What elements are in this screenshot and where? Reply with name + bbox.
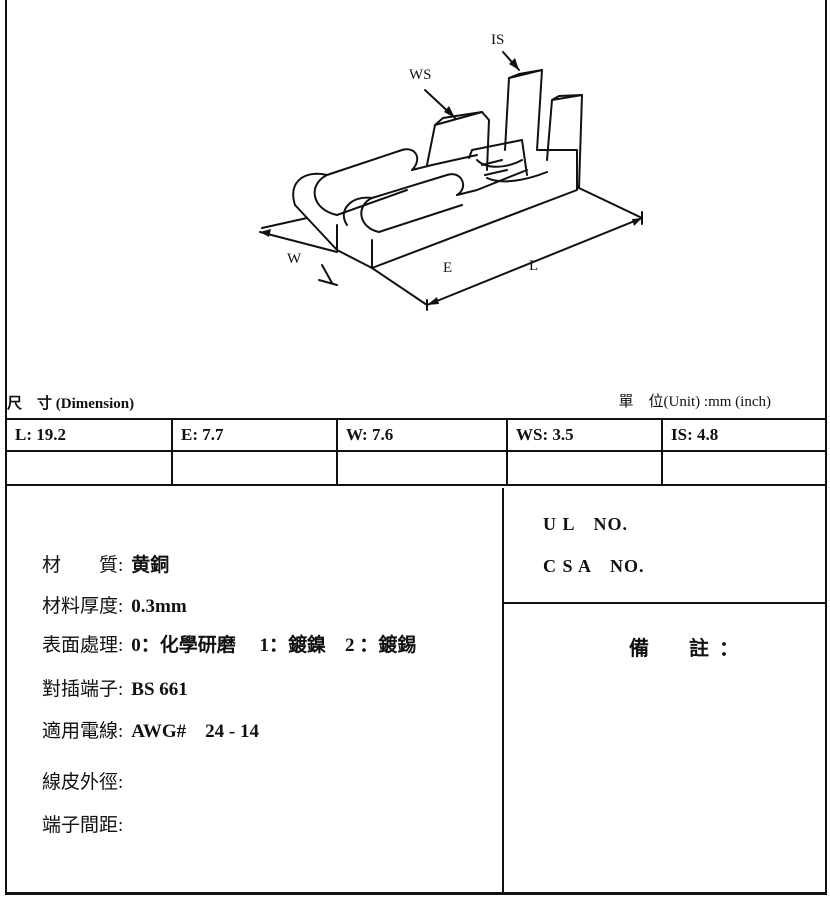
terminal-illustration: IS WS W E L [259, 32, 643, 311]
ul-number: U L NO. [543, 514, 629, 534]
spec-key: 線皮外徑: [42, 772, 124, 793]
dim-ws: WS: 3.5 [506, 418, 663, 452]
dimension-table: L: 19.2 E: 7.7 W: 7.6 WS: 3.5 IS: 4.8 [5, 418, 827, 486]
blank-cell [336, 450, 508, 486]
spec-value: 0：化學研磨 1：鍍鎳 2 ：鍍錫 [131, 635, 417, 656]
dimension-row: L: 19.2 E: 7.7 W: 7.6 WS: 3.5 IS: 4.8 [5, 418, 827, 452]
dimension-blank-row [5, 450, 827, 486]
label-is: IS [491, 32, 504, 48]
spec-sheet: IS WS W E L 尺 寸 (Dimension) 單 位(Unit) :m… [5, 0, 827, 895]
spec-thickness: 材料厚度: 0.3mm [42, 591, 187, 618]
dim-e: E: 7.7 [171, 418, 338, 452]
spec-value: 黄銅 [131, 555, 170, 576]
spec-insulation-od: 線皮外徑: [42, 767, 131, 794]
unit-label: 單 位(Unit) :mm (inch) [618, 394, 771, 410]
blank-cell [661, 450, 827, 486]
csa-number: C S A NO. [543, 556, 645, 576]
spec-pitch: 端子間距: [42, 810, 131, 837]
spec-surface: 表面處理: 0：化學研磨 1：鍍鎳 2 ：鍍錫 [42, 630, 416, 657]
spec-key: 表面處理: [42, 635, 124, 656]
blank-cell [171, 450, 338, 486]
dim-w: W: 7.6 [336, 418, 508, 452]
label-e: E [443, 260, 452, 276]
spec-value: AWG# 24 - 14 [131, 721, 260, 742]
dimension-title: 尺 寸 (Dimension) [7, 396, 135, 412]
spec-key: 材料厚度: [42, 596, 124, 617]
spec-material: 材 質: 黄銅 [42, 550, 169, 577]
spec-mating: 對插端子: BS 661 [42, 674, 188, 701]
dim-is: IS: 4.8 [661, 418, 827, 452]
terminal-drawing: IS WS W E L [7, 0, 825, 390]
label-w: W [287, 251, 302, 267]
spec-key: 適用電線: [42, 721, 124, 742]
column-divider [502, 488, 504, 892]
blank-cell [506, 450, 663, 486]
spec-key: 端子間距: [42, 815, 124, 836]
dim-l: L: 19.2 [5, 418, 173, 452]
spec-key: 材 質: [42, 555, 124, 576]
label-l: L [529, 258, 538, 274]
spec-value: BS 661 [131, 679, 188, 700]
spec-section: 材 質: 黄銅 材料厚度: 0.3mm 表面處理: 0：化學研磨 1：鍍鎳 2 ：鍍錫… [7, 488, 825, 892]
cert-divider [504, 602, 825, 604]
spec-value: 0.3mm [131, 596, 187, 617]
label-ws: WS [409, 67, 432, 83]
spec-wire: 適用電線: AWG# 24 - 14 [42, 716, 259, 743]
spec-key: 對插端子: [42, 679, 124, 700]
remarks-label: 備 註： [629, 638, 749, 660]
blank-cell [5, 450, 173, 486]
